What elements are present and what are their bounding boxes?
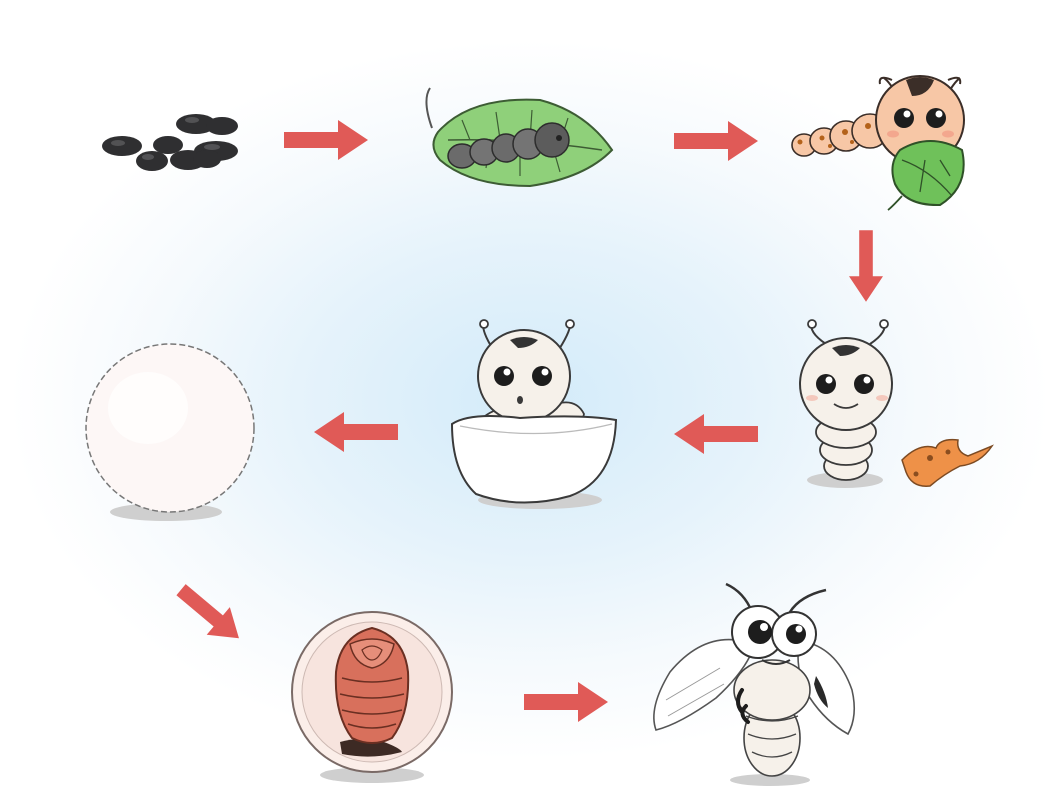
arrow-eggs-to-larva — [284, 120, 368, 160]
arrow-molting-to-spinning — [674, 414, 758, 454]
larva-molting-icon — [800, 320, 992, 488]
arrow-pupa-to-moth — [524, 682, 608, 722]
larva-on-leaf-icon — [426, 88, 612, 186]
larva-eating-leaf-icon — [792, 76, 964, 210]
cocoon-icon — [86, 344, 254, 521]
pupa-in-cocoon-icon — [292, 612, 452, 783]
arrow-spinning-to-cocoon — [314, 412, 398, 452]
arrow-larva-to-feeding — [674, 121, 758, 161]
arrow-feeding-to-molting — [849, 230, 883, 301]
silk-moth-icon — [654, 584, 854, 786]
silkworm-eggs-icon — [102, 114, 238, 171]
larva-spinning-cocoon-icon — [452, 320, 616, 509]
arrow-cocoon-to-pupa — [169, 576, 250, 652]
